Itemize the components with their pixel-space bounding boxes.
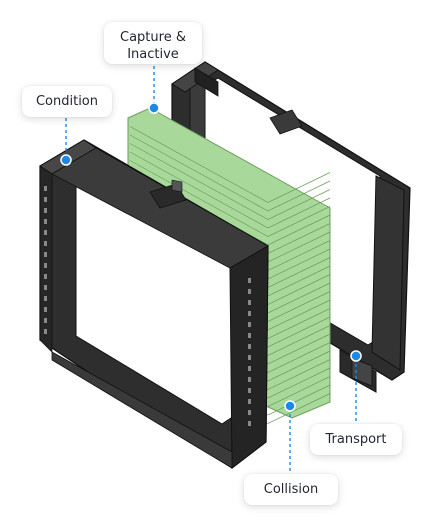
frame-slot	[44, 263, 47, 268]
collision-dot	[284, 400, 296, 412]
frame-slot	[248, 421, 251, 426]
frame-slot	[44, 230, 47, 235]
condition-dot	[60, 154, 72, 166]
capture-inactive-label: Capture & Inactive	[104, 22, 202, 64]
frame-slots	[44, 186, 251, 426]
frame-slot	[248, 344, 251, 349]
condition-label: Condition	[22, 86, 112, 117]
frame-slot	[44, 219, 47, 224]
frame-slot	[44, 252, 47, 257]
frame-slot	[44, 208, 47, 213]
frame-slot	[248, 388, 251, 393]
frame-slot	[44, 296, 47, 301]
anchor-dots	[60, 102, 362, 412]
frame-slot	[248, 410, 251, 415]
frame-slot	[44, 274, 47, 279]
frame-slot	[44, 318, 47, 323]
media-pleat-line	[129, 126, 331, 203]
frame-slot	[248, 399, 251, 404]
frame-slot	[248, 355, 251, 360]
frame-slot	[248, 300, 251, 305]
frame-slot	[44, 186, 47, 191]
transport-dot	[350, 350, 362, 362]
frame-slot	[248, 311, 251, 316]
frame-slot	[44, 307, 47, 312]
frame-slot	[44, 329, 47, 334]
media-pleat-line	[129, 151, 331, 229]
frame-slot	[248, 366, 251, 371]
frame-slot	[248, 322, 251, 327]
frame-slot	[248, 289, 251, 294]
media-pleat-line	[129, 134, 331, 212]
frame-slot	[248, 377, 251, 382]
frame-slot	[248, 333, 251, 338]
capture-dot	[148, 102, 160, 114]
frame-slot	[248, 278, 251, 283]
media-pleat-line	[129, 143, 331, 220]
frame-slot	[44, 241, 47, 246]
frame-slot	[44, 285, 47, 290]
collision-label: Collision	[244, 474, 338, 505]
frame-slot	[44, 197, 47, 202]
transport-label: Transport	[310, 424, 402, 455]
front-frame	[39, 139, 269, 470]
leader-lines	[65, 60, 357, 475]
